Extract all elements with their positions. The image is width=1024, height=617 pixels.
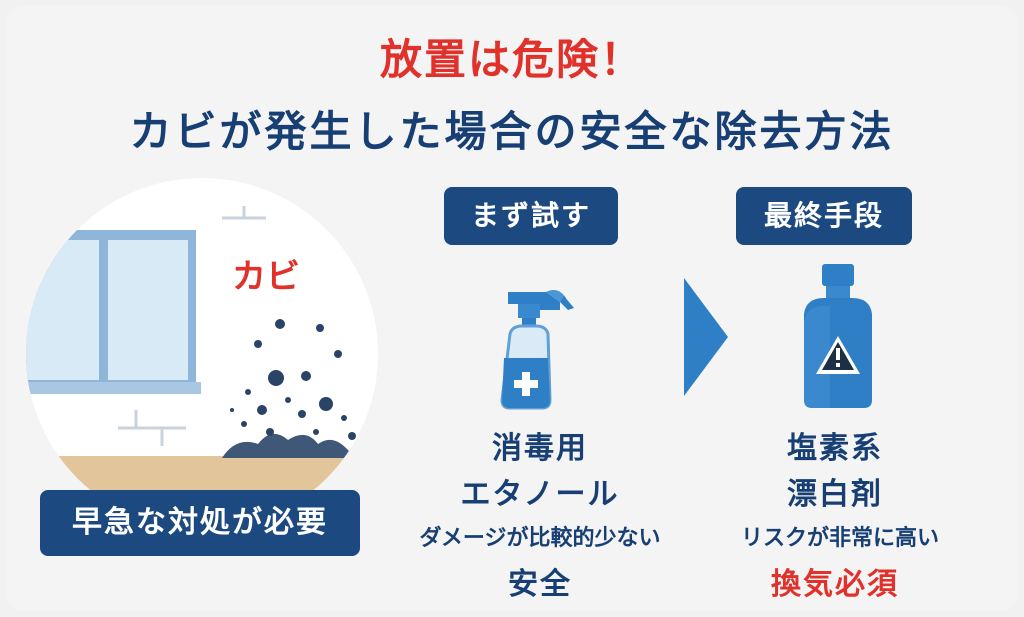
main-title: カビが発生した場合の安全な除去方法 <box>129 107 895 156</box>
bleach-bottle-icon <box>804 264 872 408</box>
ethanol-safe-label: 安全 <box>508 567 572 602</box>
ethanol-description: ダメージが比較的少ない <box>419 526 661 551</box>
mold-label: カビ <box>232 257 300 297</box>
bleach-name-line1: 塩素系 <box>787 431 883 466</box>
bleach-description: リスクが非常に高い <box>740 526 939 551</box>
wall-tile-lines <box>118 206 266 446</box>
urgent-action-badge: 早急な対処が必要 <box>40 490 360 556</box>
ventilation-required-label: 換気必須 <box>771 567 899 602</box>
mold-patch <box>222 433 356 458</box>
last-resort-badge: 最終手段 <box>736 187 912 245</box>
mold-scene-illustration: カビ <box>26 178 378 530</box>
window-pane-right <box>108 240 188 380</box>
arrow-right-icon <box>684 278 728 396</box>
try-first-badge: まず試す <box>444 187 618 245</box>
warning-title: 放置は危険！ <box>379 35 644 84</box>
window-pane-left <box>26 240 99 380</box>
bleach-name-line2: 漂白剤 <box>787 477 883 512</box>
window-sill <box>26 382 201 394</box>
mold-spores <box>230 319 356 440</box>
ethanol-name-line1: 消毒用 <box>492 431 588 466</box>
spray-bottle-icon <box>500 290 574 410</box>
ethanol-name-line2: エタノール <box>460 477 620 512</box>
